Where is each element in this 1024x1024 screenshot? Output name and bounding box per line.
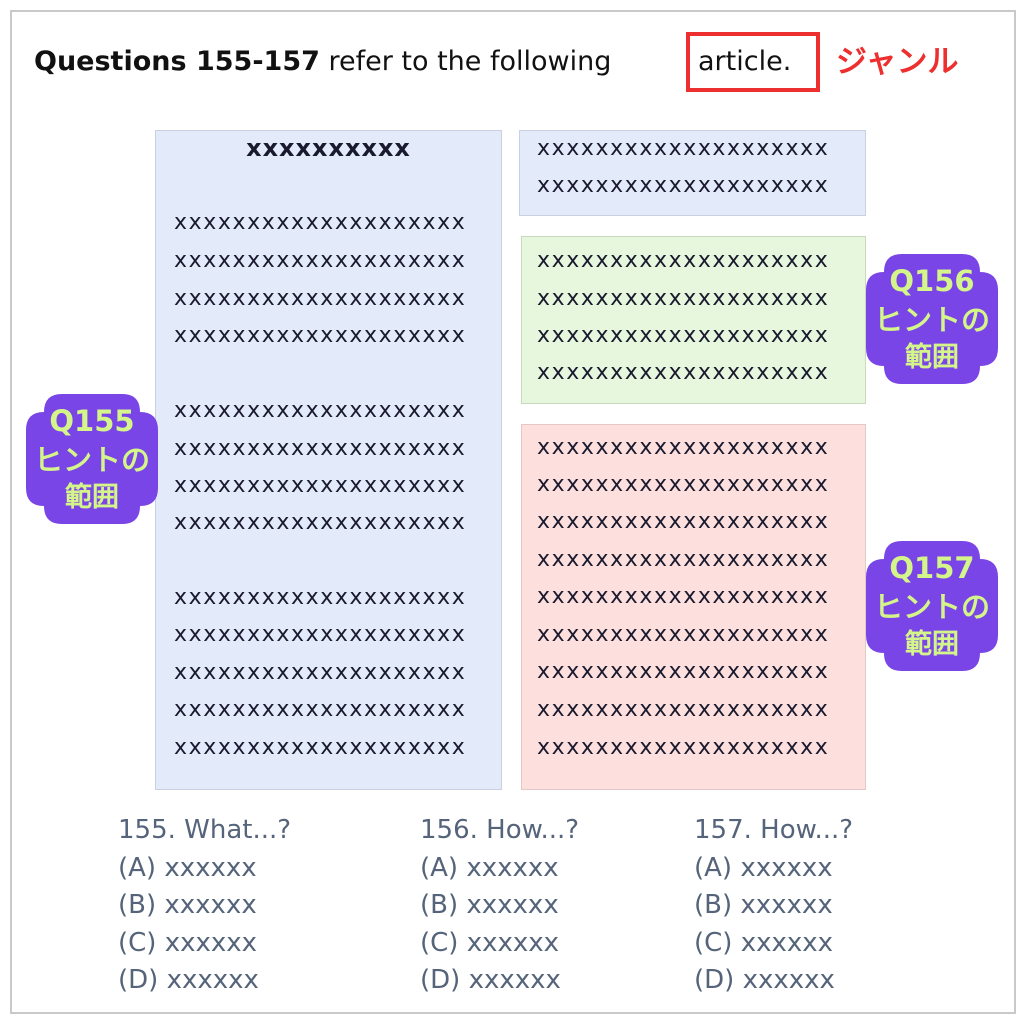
text-line: xxxxxxxxxxxxxxxxxxxx bbox=[174, 210, 467, 235]
question-155: 155. What...? (A) xxxxxx (B) xxxxxx (C) … bbox=[118, 812, 291, 1000]
text-line: xxxxxxxxxxxxxxxxxxxx bbox=[537, 735, 830, 760]
text-line: xxxxxxxxxxxxxxxxxxxx bbox=[174, 323, 467, 348]
question-156: 156. How...? (A) xxxxxx (B) xxxxxx (C) x… bbox=[420, 812, 579, 1000]
badge-hint-text: ヒントの bbox=[873, 590, 990, 624]
badge-question-number: Q155 bbox=[49, 404, 135, 438]
article-title: xxxxxxxxxx bbox=[246, 134, 411, 162]
badge-question-number: Q156 bbox=[889, 264, 975, 298]
instruction-heading: Questions 155-157 refer to the following bbox=[34, 42, 611, 86]
text-line: xxxxxxxxxxxxxxxxxxxx bbox=[174, 248, 467, 273]
badge-hint-text: ヒントの bbox=[873, 303, 990, 337]
text-line: xxxxxxxxxxxxxxxxxxxx bbox=[537, 435, 830, 460]
text-line: xxxxxxxxxxxxxxxxxxxx bbox=[537, 360, 830, 385]
badge-hint-text: ヒントの bbox=[33, 443, 150, 477]
q156-hint-block bbox=[521, 236, 866, 404]
text-line: xxxxxxxxxxxxxxxxxxxx bbox=[174, 735, 467, 760]
article-main-column bbox=[155, 130, 502, 790]
badge-shape-icon bbox=[866, 541, 998, 671]
badge-range-text: 範囲 bbox=[65, 482, 119, 513]
text-line: xxxxxxxxxxxxxxxxxxxx bbox=[174, 436, 467, 461]
answer-option[interactable]: (A) xxxxxx bbox=[118, 852, 257, 883]
q157-hint-block bbox=[521, 424, 866, 790]
text-line: xxxxxxxxxxxxxxxxxxxx bbox=[537, 472, 830, 497]
answer-option[interactable]: (C) xxxxxx bbox=[118, 927, 258, 958]
answer-option[interactable]: (C) xxxxxx bbox=[694, 927, 834, 958]
text-line: xxxxxxxxxxxxxxxxxxxx bbox=[174, 398, 467, 423]
question-range: Questions 155-157 bbox=[34, 46, 320, 77]
answer-option[interactable]: (D) xxxxxx bbox=[694, 965, 835, 995]
answer-option[interactable]: (A) xxxxxx bbox=[420, 852, 559, 883]
text-line: xxxxxxxxxxxxxxxxxxxx bbox=[537, 286, 830, 311]
badge-shape-icon bbox=[866, 254, 998, 384]
q155-hint-badge: Q155 ヒントの 範囲 bbox=[22, 388, 162, 530]
answer-option[interactable]: (A) xxxxxx bbox=[694, 852, 833, 883]
text-line: xxxxxxxxxxxxxxxxxxxx bbox=[537, 136, 830, 161]
answer-option[interactable]: (B) xxxxxx bbox=[694, 890, 833, 920]
answer-option[interactable]: (D) xxxxxx bbox=[420, 965, 561, 995]
text-line: xxxxxxxxxxxxxxxxxxxx bbox=[174, 585, 467, 610]
q156-hint-badge: Q156 ヒントの 範囲 bbox=[862, 248, 1002, 390]
text-line: xxxxxxxxxxxxxxxxxxxx bbox=[537, 584, 830, 609]
text-line: xxxxxxxxxxxxxxxxxxxx bbox=[537, 173, 830, 198]
answer-option[interactable]: (C) xxxxxx bbox=[420, 927, 560, 958]
question-stem: 157. How...? bbox=[694, 815, 854, 845]
q157-hint-badge: Q157 ヒントの 範囲 bbox=[862, 535, 1002, 677]
text-line: xxxxxxxxxxxxxxxxxxxx bbox=[537, 547, 830, 572]
badge-range-text: 範囲 bbox=[905, 342, 959, 373]
instruction-text: refer to the following bbox=[319, 46, 612, 77]
question-stem: 155. What...? bbox=[118, 815, 292, 845]
text-line: xxxxxxxxxxxxxxxxxxxx bbox=[537, 659, 830, 684]
question-stem: 156. How...? bbox=[420, 815, 580, 845]
answer-option[interactable]: (D) xxxxxx bbox=[118, 965, 259, 995]
article-top-right-block bbox=[519, 130, 866, 216]
answer-option[interactable]: (B) xxxxxx bbox=[118, 890, 257, 920]
text-line: xxxxxxxxxxxxxxxxxxxx bbox=[537, 697, 830, 722]
answer-option[interactable]: (B) xxxxxx bbox=[420, 890, 559, 920]
text-line: xxxxxxxxxxxxxxxxxxxx bbox=[537, 248, 830, 273]
text-line: xxxxxxxxxxxxxxxxxxxx bbox=[174, 622, 467, 647]
genre-label: ジャンル bbox=[836, 44, 959, 80]
genre-word-highlight: article. bbox=[686, 32, 820, 92]
text-line: xxxxxxxxxxxxxxxxxxxx bbox=[537, 323, 830, 348]
question-157: 157. How...? (A) xxxxxx (B) xxxxxx (C) x… bbox=[694, 812, 853, 1000]
text-line: xxxxxxxxxxxxxxxxxxxx bbox=[174, 697, 467, 722]
badge-question-number: Q157 bbox=[889, 551, 975, 585]
badge-shape-icon bbox=[26, 394, 158, 524]
text-line: xxxxxxxxxxxxxxxxxxxx bbox=[174, 660, 467, 685]
text-line: xxxxxxxxxxxxxxxxxxxx bbox=[174, 473, 467, 498]
text-line: xxxxxxxxxxxxxxxxxxxx bbox=[174, 510, 467, 535]
text-line: xxxxxxxxxxxxxxxxxxxx bbox=[174, 286, 467, 311]
text-line: xxxxxxxxxxxxxxxxxxxx bbox=[537, 622, 830, 647]
text-line: xxxxxxxxxxxxxxxxxxxx bbox=[537, 509, 830, 534]
badge-range-text: 範囲 bbox=[905, 629, 959, 660]
